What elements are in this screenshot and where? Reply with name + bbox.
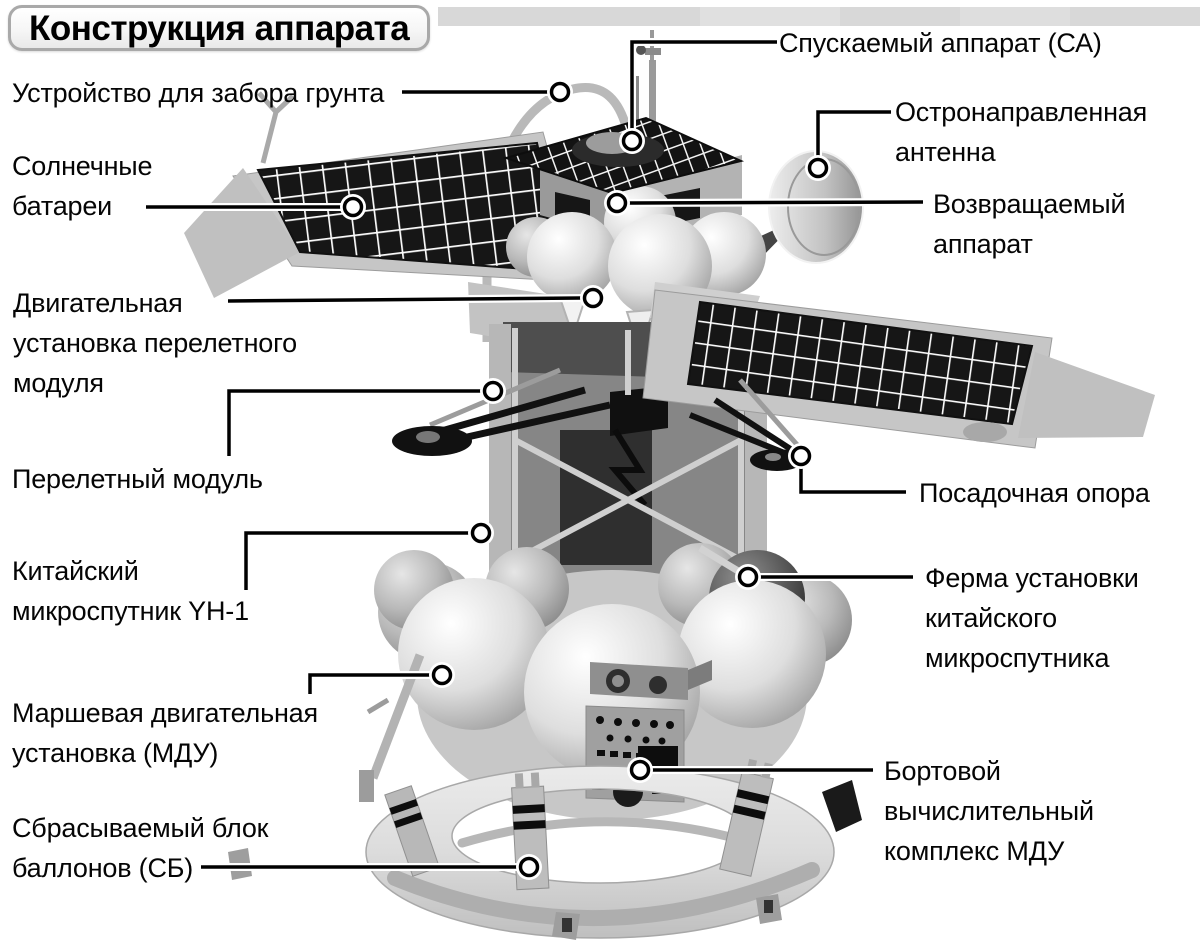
leader-lines: [146, 38, 924, 880]
leader-landing-support: [799, 467, 906, 494]
solar-panel-right: [642, 282, 1155, 449]
leader-high-gain-antenna: [816, 110, 891, 158]
leader-cruise-propulsion: [227, 296, 583, 303]
toroidal-tank-ring: [228, 758, 862, 940]
label-cruise-module: Перелетный модуль: [12, 464, 263, 494]
page-title: Конструкция аппарата: [8, 5, 431, 51]
label-soil-sampling-device: Устройство для забора грунта: [12, 78, 385, 108]
label-descent-module: Спускаемый аппарат (СА): [779, 28, 1102, 58]
leader-return-vehicle: [627, 200, 924, 205]
label-main-propulsion-unit: Маршевая двигательная установка (МДУ): [12, 698, 318, 768]
label-return-vehicle: Возвращаемый аппарат: [933, 189, 1126, 259]
ring-clamp: [384, 785, 440, 877]
small-antenna: [257, 91, 295, 164]
label-chinese-microsatellite: Китайский микроспутник YH-1: [12, 556, 249, 626]
landing-legs: [392, 367, 804, 471]
leader-cruise-module: [227, 389, 482, 456]
label-solar-panels: Солнечные батареи: [12, 151, 153, 221]
label-jettisonable-tank-block: Сбрасываемый блок баллонов (СБ): [12, 813, 269, 883]
leader-mdu: [308, 673, 431, 694]
leader-endpoint-circles: [340, 79, 831, 880]
label-high-gain-antenna: Остронаправленная антенна: [895, 97, 1148, 167]
leader-microsatellite: [244, 531, 470, 590]
header-strip: [438, 7, 1200, 26]
label-cruise-module-propulsion: Двигательная установка перелетного модул…: [13, 288, 297, 398]
leader-descent-module: [630, 40, 777, 141]
label-landing-support: Посадочная опора: [919, 478, 1150, 508]
label-onboard-computer: Бортовой вычислительный комплекс МДУ: [884, 756, 1094, 866]
label-microsatellite-truss: Ферма установки китайского микроспутника: [925, 563, 1139, 673]
